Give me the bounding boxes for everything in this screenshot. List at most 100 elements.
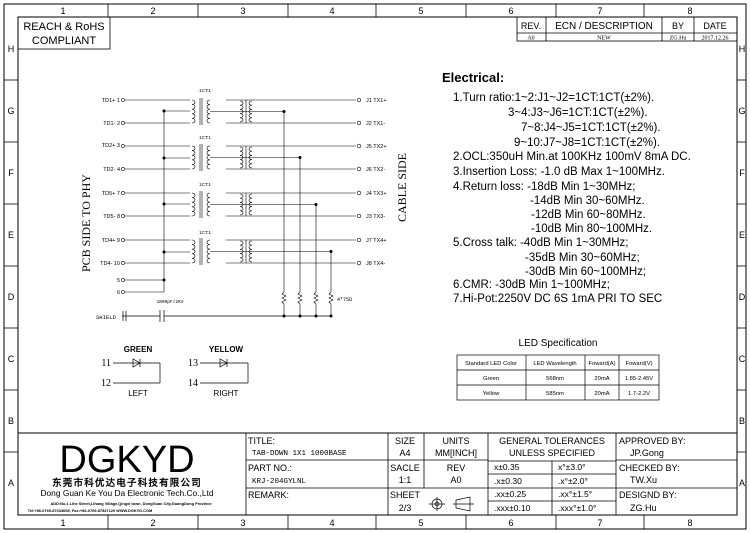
col-label: 3 [240,6,245,16]
led-spec-cell: 20mA [594,391,609,397]
left-pin-label: TD5+ 7 [102,191,120,197]
green-led-title: GREEN [124,345,153,354]
spec-line: -14dB Min 30~60MHz. [530,195,645,207]
col-label: 6 [508,6,513,16]
title-value: TAB-DOWN 1X1 1000BASE [252,450,347,458]
left-pin-label: 6 [117,290,120,296]
junction-dot [162,250,166,254]
row-label: G [7,106,14,116]
termination-resistor [328,291,334,305]
ratio-label: 1CT:1 [199,182,211,187]
row-label: B [739,416,745,426]
company-address: ADD:No.1 Lihe Street,Lihang Village,Qing… [50,501,212,506]
green-led-side: LEFT [128,389,148,398]
secondary-coil [206,239,211,264]
spec-line: 9~10:J7~J8=1CT:1CT(±2%). [514,137,660,149]
row-label: B [8,416,14,426]
rev-value: A0 [450,475,461,485]
secondary-coil [206,192,211,217]
choke-coil [248,100,253,123]
units-value: MM[INCH] [435,448,477,458]
units-label: UNITS [443,436,470,446]
ecn-header: ECN / DESCRIPTION [555,21,653,32]
termination-resistor [313,291,319,305]
by-header: BY [672,21,684,31]
col-label: 2 [150,6,155,16]
checked-label: CHECKED BY: [619,463,680,473]
projection-symbol-icon [429,496,474,512]
spec-line: 2.OCL:350uH Min.at 100KHz 100mV 8mA DC. [453,151,691,163]
title-block-grid [245,433,737,515]
tolerance-cell: .xxx±0.10 [494,503,531,513]
resistor-label: 4*75Ω [337,297,352,303]
row-label: D [8,292,15,302]
by-value: ZG.Hu [670,36,687,42]
rev-header: REV. [521,21,541,31]
spec-line: 3.Insertion Loss: -1.0 dB Max 1~100MHz. [453,166,665,178]
left-pin-label: TD5- 8 [103,214,120,220]
led-spec-cell: Yellow [483,391,500,397]
spec-line: 7~8:J4~J5=1CT:1CT(±2%). [521,122,661,134]
spec-line: 4.Return loss: -18dB Min 1~30MHz; [453,181,635,193]
row-label: F [739,168,745,178]
revision-table [516,16,738,42]
ratio-label: 1CT:1 [199,230,211,235]
col-label: 4 [329,518,334,528]
pin-terminal [121,98,125,102]
left-pin-label: TD1+ 1 [102,98,120,104]
tolerance-cell: .x±0.30 [494,476,522,486]
led-spec-title: LED Specification [519,338,598,349]
row-label: C [8,354,15,364]
approved-label: APPROVED BY: [619,436,686,446]
led-spec-cell: 20mA [594,376,609,382]
pin-terminal [121,214,125,218]
left-pin-label: TD2+ 3 [102,143,120,149]
choke-coil [239,193,244,216]
yellow-led-side: RIGHT [214,389,239,398]
left-pin-label: 5 [117,278,120,284]
primary-coil [191,239,196,264]
pin-terminal [356,260,362,266]
title-label: TITLE: [248,436,275,446]
pin-terminal [356,190,362,196]
pin-terminal [121,238,125,242]
size-value: A4 [399,448,410,458]
yellow-led-symbol: YELLOW 13 14 RIGHT [188,345,249,398]
primary-coil [191,192,196,217]
spec-line: 1.Turn ratio:1~2:J1~J2=1CT:1CT(±2%). [453,92,654,104]
pin-terminal [121,290,125,294]
pin-terminal [356,166,362,172]
shield-capacitor [122,310,330,322]
right-pin-label: J2 TX1- [366,121,385,127]
company-contact: Tel:+86-0769-87334608; Fax:+86-0769-8784… [28,508,153,513]
pin-terminal [356,237,362,243]
row-label: H [739,44,746,54]
secondary-coil [206,145,211,170]
company-logo: DGKYD [59,439,194,481]
spec-line: -35dB Min 30~60MHz; [525,252,640,264]
scale-value: 1:1 [399,475,412,485]
col-label: 8 [687,6,692,16]
capacitor-label: 1000pF/2KV [156,299,183,305]
led-spec-header: Foward(V) [625,361,652,367]
right-pin-label: J4 TX3+ [366,191,387,197]
spec-line: 6.CMR: -30dB Min 1~100MHz; [453,279,610,291]
right-pin-label: J5 TX2+ [366,144,387,150]
company-name-en: Dong Guan Ke You Da Electronic Tech.Co.,… [40,488,213,498]
col-label: 7 [597,518,602,528]
choke-coil [239,100,244,123]
led-spec-cell: 568nm [546,376,564,382]
left-pin-label: TD4- 10 [100,261,120,267]
pin-terminal [121,261,125,265]
secondary-coil [206,99,211,124]
col-label: 3 [240,518,245,528]
green-led-symbol: GREEN 11 12 LEFT [101,345,161,398]
yellow-led-title: YELLOW [209,345,244,354]
size-label: SIZE [395,436,415,446]
row-label: C [739,354,746,364]
grid-ticks [4,4,746,529]
right-pin-label: J1 TX1+ [366,98,387,104]
col-label: 5 [418,6,423,16]
